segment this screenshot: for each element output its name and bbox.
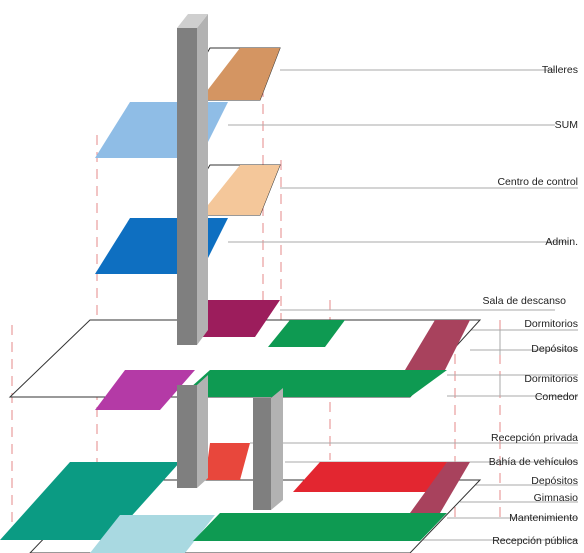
zone-dormitorios-lower <box>180 370 447 397</box>
label-depositos-lower: Depósitos <box>531 475 578 487</box>
zone-comedor <box>95 370 195 410</box>
zone-sala-descanso <box>190 300 280 337</box>
label-bahia-vehiculos: Bahía de vehículos <box>489 456 578 468</box>
label-dormitorios-lower: Dormitorios <box>524 373 578 385</box>
label-centro-control: Centro de control <box>497 176 578 188</box>
first-level <box>8 300 482 410</box>
zone-sum <box>95 102 228 158</box>
label-depositos-upper: Depósitos <box>531 343 578 355</box>
core-main <box>177 14 208 488</box>
zone-centro-control <box>200 165 280 215</box>
label-sala-descanso: Sala de descanso <box>483 295 567 307</box>
zone-admin <box>95 218 228 274</box>
zone-dormitorios-upper <box>268 320 345 347</box>
room-labels: Talleres SUM Centro de control Admin. Sa… <box>483 64 579 547</box>
label-sum: SUM <box>555 119 578 131</box>
label-recepcion-publica: Recepción pública <box>492 535 578 547</box>
label-admin: Admin. <box>545 236 578 248</box>
zone-depositos-lower-mauve <box>410 462 470 513</box>
ground-level <box>0 443 482 553</box>
label-gimnasio: Gimnasio <box>534 492 579 504</box>
label-comedor: Comedor <box>535 391 579 403</box>
zone-light-teal <box>90 515 215 553</box>
zone-recepcion-privada <box>205 443 250 480</box>
label-recepcion-privada: Recepción privada <box>491 432 578 444</box>
label-dormitorios-upper: Dormitorios <box>524 318 578 330</box>
zone-depositos-lower-red <box>293 462 447 492</box>
core-secondary <box>253 388 283 510</box>
zone-talleres <box>200 48 280 100</box>
zone-depositos-upper <box>405 320 470 370</box>
zone-mantenimiento <box>193 513 447 541</box>
label-mantenimiento: Mantenimiento <box>509 512 578 524</box>
zone-teal-left <box>0 462 180 540</box>
label-talleres: Talleres <box>542 64 578 76</box>
